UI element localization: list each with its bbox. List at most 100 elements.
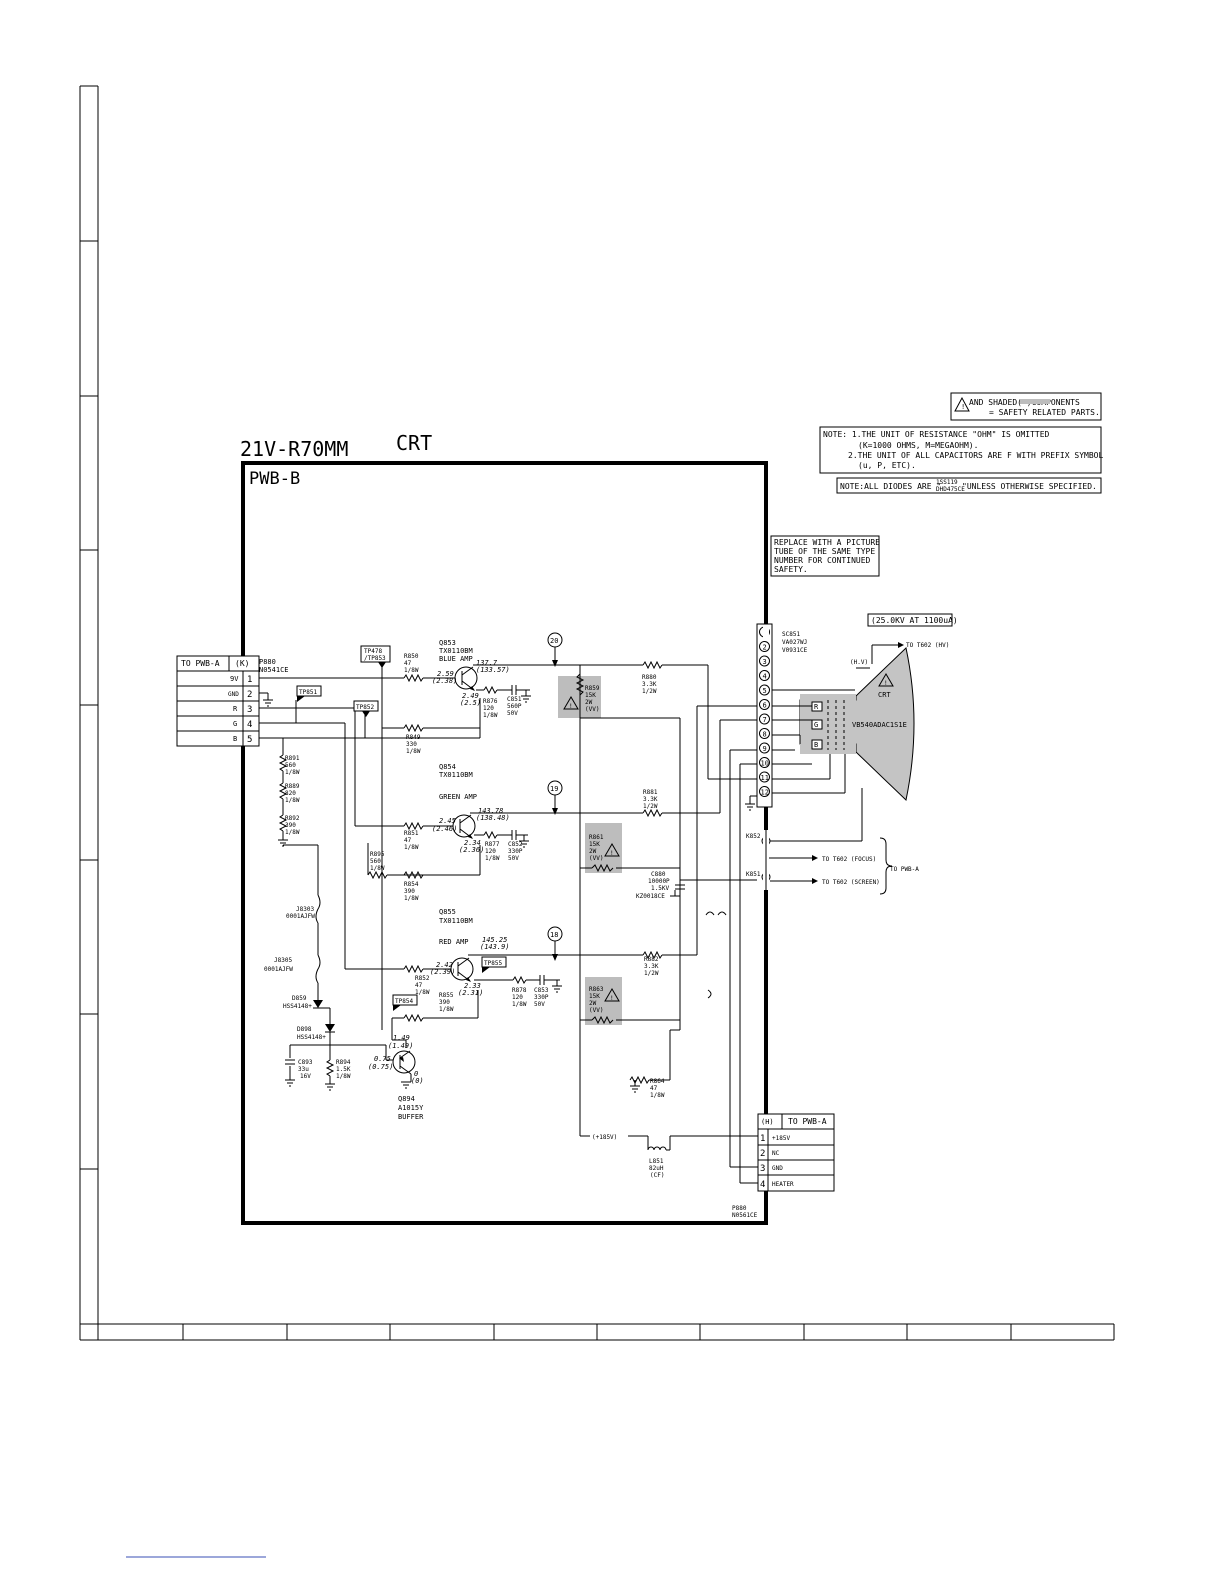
section-title: CRT xyxy=(396,431,432,455)
svg-text:2.59: 2.59 xyxy=(437,670,454,678)
svg-text:R849: R849 xyxy=(406,734,421,741)
svg-text:15K: 15K xyxy=(585,692,596,699)
socket-pin-10 xyxy=(759,757,770,768)
svg-text:137.7: 137.7 xyxy=(476,659,498,667)
socket-pin-7 xyxy=(759,713,770,725)
svg-text:R863: R863 xyxy=(589,986,604,993)
waveform-marker-19: 19 xyxy=(547,780,563,815)
svg-text:TP852: TP852 xyxy=(356,704,374,711)
svg-text:G: G xyxy=(233,720,237,728)
svg-text:1.5K: 1.5K xyxy=(336,1066,351,1073)
replace-note: REPLACE WITH A PICTURE TUBE OF THE SAME … xyxy=(770,535,880,577)
svg-text:J8305: J8305 xyxy=(274,957,292,964)
svg-text:GND: GND xyxy=(772,1165,783,1172)
model-title: 21V-R70MM xyxy=(240,437,348,461)
svg-text:BUFFER: BUFFER xyxy=(398,1113,424,1121)
svg-text:1/8W: 1/8W xyxy=(406,748,421,755)
svg-text:(1.49): (1.49) xyxy=(388,1042,413,1050)
svg-text:R878: R878 xyxy=(512,987,527,994)
r863-safety: ! R863 15K 2W (VV) xyxy=(585,977,622,1025)
svg-text:TO T602 (FOCUS): TO T602 (FOCUS) xyxy=(822,856,876,863)
svg-text:(143.9): (143.9) xyxy=(480,943,510,951)
svg-text:47: 47 xyxy=(650,1085,658,1092)
test-point-tp852: TP852 xyxy=(353,700,379,717)
svg-text:R894: R894 xyxy=(336,1059,351,1066)
svg-text:K852: K852 xyxy=(746,833,761,840)
svg-text:120: 120 xyxy=(485,848,496,855)
svg-text:TP855: TP855 xyxy=(484,960,502,967)
svg-text:DHD475CE: DHD475CE xyxy=(936,486,965,493)
waveform-marker-18: 18 xyxy=(547,926,563,961)
svg-text:TO PWB-A: TO PWB-A xyxy=(181,659,220,668)
svg-text:1/8W: 1/8W xyxy=(512,1001,527,1008)
svg-text:(H): (H) xyxy=(761,1118,774,1126)
svg-text:10000P: 10000P xyxy=(648,878,670,885)
hv-note: (25.0KV AT 1100uA) xyxy=(867,613,958,627)
svg-text:BLUE AMP: BLUE AMP xyxy=(439,655,473,663)
svg-text:HSS4148+: HSS4148+ xyxy=(297,1034,326,1041)
svg-text:R876: R876 xyxy=(483,698,498,705)
connector-h: (H) TO PWB-A 1 +185V 2 NC 3 GND 4 HEATER… xyxy=(732,1113,835,1219)
svg-text:C852: C852 xyxy=(508,841,523,848)
svg-text:3: 3 xyxy=(760,1164,765,1174)
svg-text:1/2W: 1/2W xyxy=(644,970,659,977)
svg-text:R895: R895 xyxy=(370,851,385,858)
warning-icon xyxy=(604,843,620,857)
svg-text:(2.36): (2.36) xyxy=(459,846,484,854)
svg-text:C853: C853 xyxy=(534,987,549,994)
svg-text:3.3K: 3.3K xyxy=(642,681,657,688)
svg-text:CRT: CRT xyxy=(878,691,891,699)
socket-pin-label: 6 xyxy=(763,702,767,710)
svg-text:(CF): (CF) xyxy=(650,1172,664,1179)
socket-pin-label: 11 xyxy=(761,774,769,782)
svg-text:(2.46): (2.46) xyxy=(432,825,457,833)
svg-text:D859: D859 xyxy=(292,995,307,1002)
svg-text:D898: D898 xyxy=(297,1026,312,1033)
svg-text:2W: 2W xyxy=(589,1000,597,1007)
svg-text:47: 47 xyxy=(404,837,412,844)
svg-text:1/8W: 1/8W xyxy=(285,797,300,804)
svg-text:390: 390 xyxy=(439,999,450,1006)
r861-safety: ! R861 15K 2W (VV) xyxy=(585,823,622,873)
svg-text:R859: R859 xyxy=(585,685,600,692)
note-box: NOTE: 1.THE UNIT OF RESISTANCE "OHM" IS … xyxy=(819,426,1103,474)
transistor-q855: Q855 TX0110BM RED AMP 145.25 (143.9) 2.4… xyxy=(430,908,510,997)
svg-text:J8303: J8303 xyxy=(296,906,314,913)
transistor-q853: Q853 TX0110BM BLUE AMP 137.7 (133.57) 2.… xyxy=(432,639,510,707)
svg-text:R891: R891 xyxy=(285,755,300,762)
svg-text:1/8W: 1/8W xyxy=(485,855,500,862)
svg-text:SC851: SC851 xyxy=(782,631,800,638)
crt-tube: R G B VB540ADAC1S1E CRT ! (H.V) TO T602 … xyxy=(799,642,949,801)
svg-text:KZ0018CE: KZ0018CE xyxy=(636,893,665,900)
svg-text:2.34: 2.34 xyxy=(464,839,481,847)
svg-text:15K: 15K xyxy=(589,841,600,848)
svg-text:120: 120 xyxy=(483,705,494,712)
svg-text:P880: P880 xyxy=(259,658,276,666)
socket-pin-label: 9 xyxy=(763,745,767,753)
svg-text:145.25: 145.25 xyxy=(482,936,507,944)
svg-text:1: 1 xyxy=(760,1134,765,1144)
svg-text:(2.39): (2.39) xyxy=(430,968,455,976)
svg-text:0001AJFW: 0001AJFW xyxy=(264,966,293,973)
svg-text:390: 390 xyxy=(285,822,296,829)
socket-pin-label: 5 xyxy=(763,687,767,695)
svg-text:R892: R892 xyxy=(285,815,300,822)
svg-text:B: B xyxy=(814,741,818,749)
socket-pin-label: 7 xyxy=(763,716,767,724)
svg-text:C851: C851 xyxy=(507,696,522,703)
svg-text:A1015Y: A1015Y xyxy=(398,1104,424,1112)
component-labels: R850 47 1/8W R849 330 1/8W R876 120 1/8W… xyxy=(264,653,919,1179)
svg-text:NOTE: 1.THE UNIT OF RESISTANCE: NOTE: 1.THE UNIT OF RESISTANCE "OHM" IS … xyxy=(823,430,1050,439)
svg-text:R851: R851 xyxy=(404,830,419,837)
svg-text:560: 560 xyxy=(370,858,381,865)
safety-note: ! AND SHADED( )COMPONENTS = SAFETY RELAT… xyxy=(950,392,1102,421)
svg-text:(VV): (VV) xyxy=(585,706,599,713)
svg-text:R855: R855 xyxy=(439,992,454,999)
svg-text:(0.75): (0.75) xyxy=(368,1063,393,1071)
svg-text:4: 4 xyxy=(247,720,252,730)
svg-text:R889: R889 xyxy=(285,783,300,790)
test-point-tp854: TP854 xyxy=(392,994,418,1011)
svg-text:1: 1 xyxy=(247,675,252,685)
svg-text:820: 820 xyxy=(285,790,296,797)
svg-text:2: 2 xyxy=(247,690,252,700)
